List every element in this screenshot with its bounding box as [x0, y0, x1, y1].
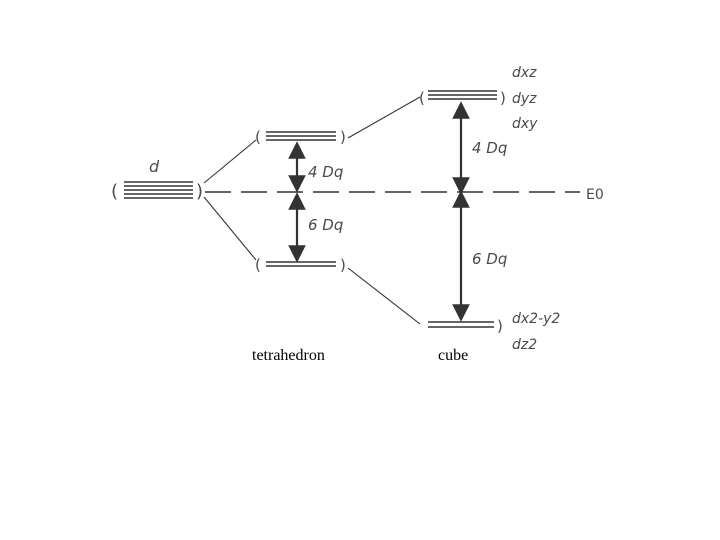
cube-lower-gap-label: 6 Dq — [472, 250, 507, 268]
tetra-lower-left-paren: ( — [255, 256, 261, 274]
free-ion-label: d — [149, 157, 160, 176]
upper-orbital-labels: dxz dyz dxy — [512, 65, 538, 132]
orbital-label-dxy: dxy — [512, 116, 538, 132]
tetra-upper-gap-label: 4 Dq — [308, 163, 343, 181]
tetrahedron-lower-level — [266, 261, 336, 267]
free-ion-right-paren: ) — [196, 181, 203, 202]
free-ion-left-paren: ( — [111, 181, 118, 202]
free-ion-d-level — [124, 181, 193, 199]
cube-upper-right-paren: ) — [500, 89, 506, 107]
cube-lower-level — [428, 321, 494, 328]
orbital-label-dxz: dxz — [512, 65, 537, 81]
tetra-upper-right-paren: ) — [340, 128, 346, 146]
lower-orbital-labels: dx2-y2 dz2 — [512, 311, 560, 353]
tetra-lower-right-paren: ) — [340, 256, 346, 274]
baseline-label: E0 — [586, 187, 604, 203]
cube-upper-gap-label: 4 Dq — [472, 139, 507, 157]
cube-upper-left-paren: ( — [419, 89, 425, 107]
tetrahedron-caption: tetrahedron — [252, 347, 325, 364]
tetrahedron-upper-level — [266, 131, 336, 141]
cube-caption: cube — [438, 347, 469, 364]
tetra-upper-left-paren: ( — [255, 128, 261, 146]
cube-upper-level — [428, 90, 497, 100]
connector-lines — [203, 96, 421, 325]
orbital-label-dx2-y2: dx2-y2 — [512, 311, 560, 327]
orbital-label-dz2: dz2 — [512, 337, 537, 353]
cube-lower-right-paren: ) — [497, 317, 503, 335]
orbital-label-dyz: dyz — [512, 91, 537, 107]
tetra-lower-gap-label: 6 Dq — [308, 216, 343, 234]
